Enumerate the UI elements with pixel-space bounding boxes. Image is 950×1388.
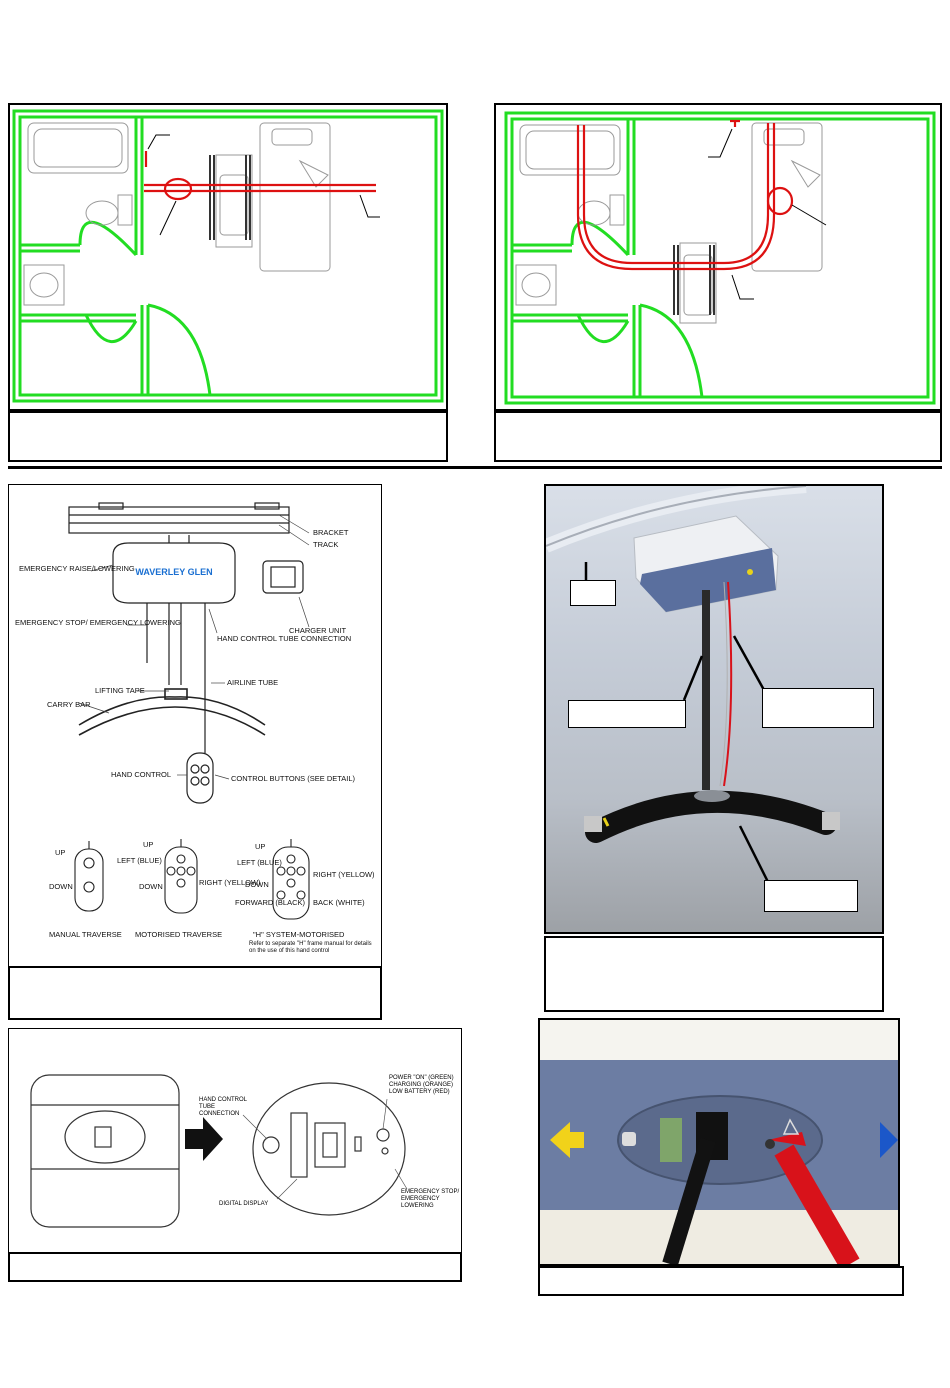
label-manual-traverse: MANUAL TRAVERSE bbox=[49, 930, 122, 939]
blue-arrow-icon bbox=[880, 1122, 898, 1158]
manual-remote-icon bbox=[74, 841, 104, 912]
label-airline-tube: AIRLINE TUBE bbox=[227, 678, 278, 687]
floor-plan-1-caption bbox=[8, 411, 448, 462]
label-bracket: BRACKET bbox=[313, 528, 349, 537]
control-panel-photo bbox=[538, 1018, 900, 1266]
label-panel-emergency-stop: EMERGENCY STOP/ EMERGENCY LOWERING bbox=[401, 1189, 460, 1209]
label-down-1: DOWN bbox=[49, 882, 73, 891]
h-system-note: Refer to separate "H" frame manual for d… bbox=[249, 941, 372, 954]
label-up-1: UP bbox=[55, 848, 65, 857]
floor-plan-straight-track-drawing bbox=[12, 109, 444, 403]
label-digital-display: DIGITAL DISPLAY bbox=[219, 1201, 269, 1207]
hoist-unit-photo-icon bbox=[633, 515, 779, 613]
label-up-2: UP bbox=[143, 840, 153, 849]
floor-plan-2-caption bbox=[494, 411, 942, 462]
label-hand-control: HAND CONTROL bbox=[111, 770, 171, 779]
label-right-3: RIGHT (YELLOW) bbox=[313, 870, 375, 879]
label-h-system: "H" SYSTEM-MOTORISED bbox=[253, 930, 345, 939]
control-panel-diagram: HAND CONTROL TUBE CONNECTION POWER "ON" … bbox=[8, 1028, 462, 1254]
label-control-buttons: CONTROL BUTTONS (SEE DETAIL) bbox=[231, 774, 356, 783]
label-emergency-stop: EMERGENCY STOP/ EMERGENCY LOWERING bbox=[15, 618, 181, 627]
control-panel-photo-drawing bbox=[540, 1020, 898, 1264]
label-left-2: LEFT (BLUE) bbox=[117, 856, 162, 865]
carry-bar-icon bbox=[78, 688, 266, 736]
floor-plan-curved-track bbox=[494, 103, 942, 411]
label-lifting-tape: LIFTING TAPE bbox=[95, 686, 145, 695]
label-up-3: UP bbox=[255, 842, 265, 851]
hoist-parts-drawing: WAVERLEY GLEN bbox=[15, 502, 375, 939]
photo-label-lifting-tape bbox=[568, 700, 686, 728]
photo-label-track bbox=[570, 580, 616, 606]
hoist-photo bbox=[544, 484, 884, 934]
charger-icon bbox=[262, 560, 304, 594]
floor-plan-curved-track-drawing bbox=[504, 111, 936, 405]
control-panel-photo-caption bbox=[538, 1266, 904, 1296]
digital-display-icon bbox=[660, 1118, 682, 1162]
label-hand-control-tube: HAND CONTROL TUBE CONNECTION bbox=[217, 634, 351, 643]
motorised-remote-icon bbox=[164, 839, 198, 914]
h-system-remote-icon bbox=[272, 839, 310, 920]
label-motorised-traverse: MOTORISED TRAVERSE bbox=[135, 930, 222, 939]
label-power-on: POWER "ON" (GREEN) CHARGING (ORANGE) LOW… bbox=[389, 1075, 454, 1095]
control-panel-drawing bbox=[30, 1074, 408, 1228]
label-track: TRACK bbox=[313, 540, 338, 549]
control-panel-caption bbox=[8, 1252, 462, 1282]
floor-plan-straight-track bbox=[8, 103, 448, 411]
label-charger-unit: CHARGER UNIT bbox=[289, 626, 347, 635]
track-icon bbox=[68, 502, 290, 534]
carry-bar-photo-icon bbox=[584, 790, 840, 843]
label-back-3: BACK (WHITE) bbox=[313, 898, 365, 907]
photo-label-airline-tube bbox=[762, 688, 874, 728]
label-forward-3: FORWARD (BLACK) bbox=[235, 898, 306, 907]
hoist-parts-diagram: WAVERLEY GLEN bbox=[8, 484, 382, 968]
yellow-arrow-icon bbox=[550, 1122, 584, 1158]
label-emergency-raise: EMERGENCY RAISE/LOWERING bbox=[19, 564, 135, 573]
photo-label-carry-bar bbox=[764, 880, 858, 912]
parts-diagram-caption bbox=[8, 966, 382, 1020]
hoist-photo-drawing bbox=[546, 486, 840, 883]
hoist-photo-caption bbox=[544, 936, 884, 1012]
hoist-unit-icon bbox=[112, 535, 236, 604]
label-panel-hand-control-tube: HAND CONTROL TUBE CONNECTION bbox=[199, 1097, 247, 1117]
label-down-2: DOWN bbox=[139, 882, 163, 891]
section-divider bbox=[8, 466, 942, 469]
label-right-2: RIGHT (YELLOW) bbox=[199, 878, 261, 887]
label-down-3: DOWN bbox=[245, 880, 269, 889]
label-left-3: LEFT (BLUE) bbox=[237, 858, 282, 867]
hand-control-icon bbox=[186, 745, 214, 804]
brand-logo: WAVERLEY GLEN bbox=[135, 567, 212, 577]
arrow-right-icon bbox=[185, 1117, 223, 1161]
label-carry-bar: CARRY BAR bbox=[47, 700, 91, 709]
